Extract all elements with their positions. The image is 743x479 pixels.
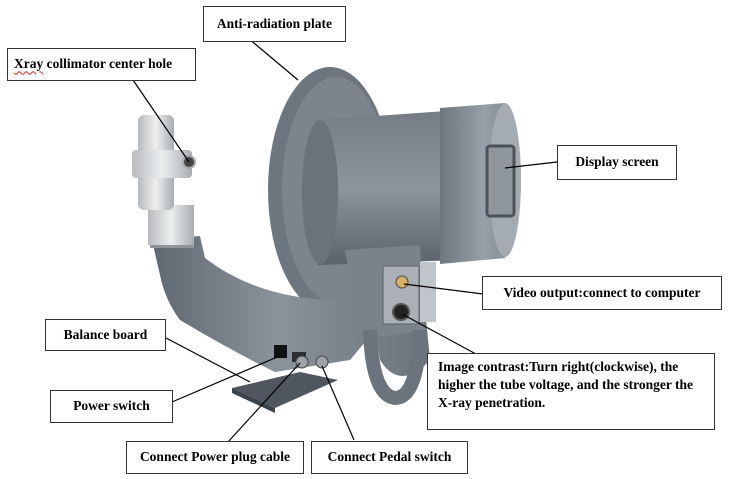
power-switch-rocker [274, 345, 287, 358]
balance-board-label: Balance board [45, 319, 166, 351]
pedal-switch-socket [315, 355, 329, 369]
image-contrast-knob [392, 303, 410, 321]
image-contrast-label: Image contrast:Turn right(clockwise), th… [427, 353, 715, 430]
leader-lines [132, 37, 558, 443]
collimator-center-hole-label: Xray collimator center hole [7, 48, 196, 81]
front-head [440, 103, 521, 264]
image-contrast-line-2: higher the tube voltage, and the stronge… [438, 377, 693, 393]
image-intensifier-body [302, 110, 460, 265]
video-output-label: Video output:connect to computer [482, 276, 722, 310]
video-output-port [395, 275, 409, 289]
anti-radiation-plate-label: Anti-radiation plate [203, 6, 346, 42]
collimator-column [132, 115, 196, 248]
image-contrast-line-3: X-ray penetration. [438, 395, 546, 411]
power-plug-cable-label: Connect Power plug cable [126, 441, 304, 474]
collimator-label-rest: collimator center hole [43, 56, 173, 72]
collimator-label-first-word: Xray [14, 56, 44, 72]
image-contrast-line-1: Image contrast:Turn right(clockwise), th… [438, 359, 679, 374]
connector-panel [382, 262, 436, 325]
display-screen [485, 144, 516, 218]
power-switch-label: Power switch [50, 390, 173, 423]
power-plug-socket [295, 355, 309, 369]
bottom-ports [274, 345, 329, 369]
pedal-switch-label: Connect Pedal switch [311, 441, 468, 474]
base-plate [232, 372, 338, 413]
display-screen-label: Display screen [557, 145, 677, 180]
